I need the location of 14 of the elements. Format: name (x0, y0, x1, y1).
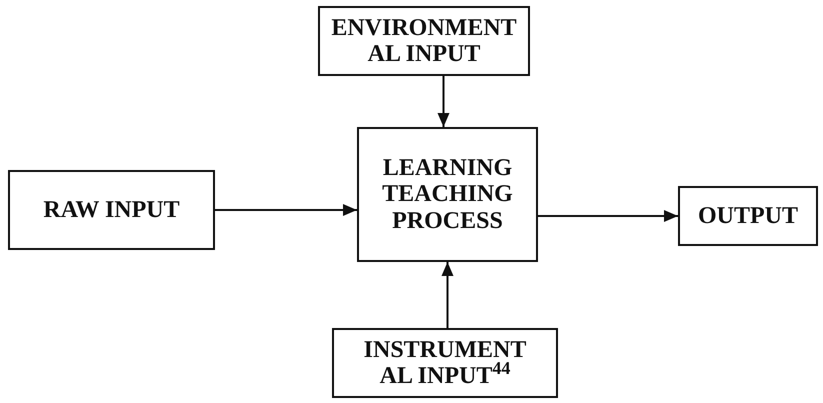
arrow (442, 262, 454, 328)
box-label: OUTPUT (698, 202, 798, 230)
arrow (538, 210, 678, 222)
box-label: ENVIRONMENT AL INPUT (330, 14, 518, 68)
box-label: LEARNING TEACHING PROCESS (381, 154, 514, 234)
process-box (8, 170, 215, 250)
process-box (678, 186, 818, 246)
process-box (318, 6, 530, 76)
box-label: RAW INPUT (43, 196, 180, 224)
arrow (438, 76, 450, 127)
process-box (332, 328, 558, 398)
arrow (215, 204, 357, 216)
process-box (357, 127, 538, 262)
box-label: INSTRUMENT AL INPUT$^{44}$ (362, 336, 528, 390)
